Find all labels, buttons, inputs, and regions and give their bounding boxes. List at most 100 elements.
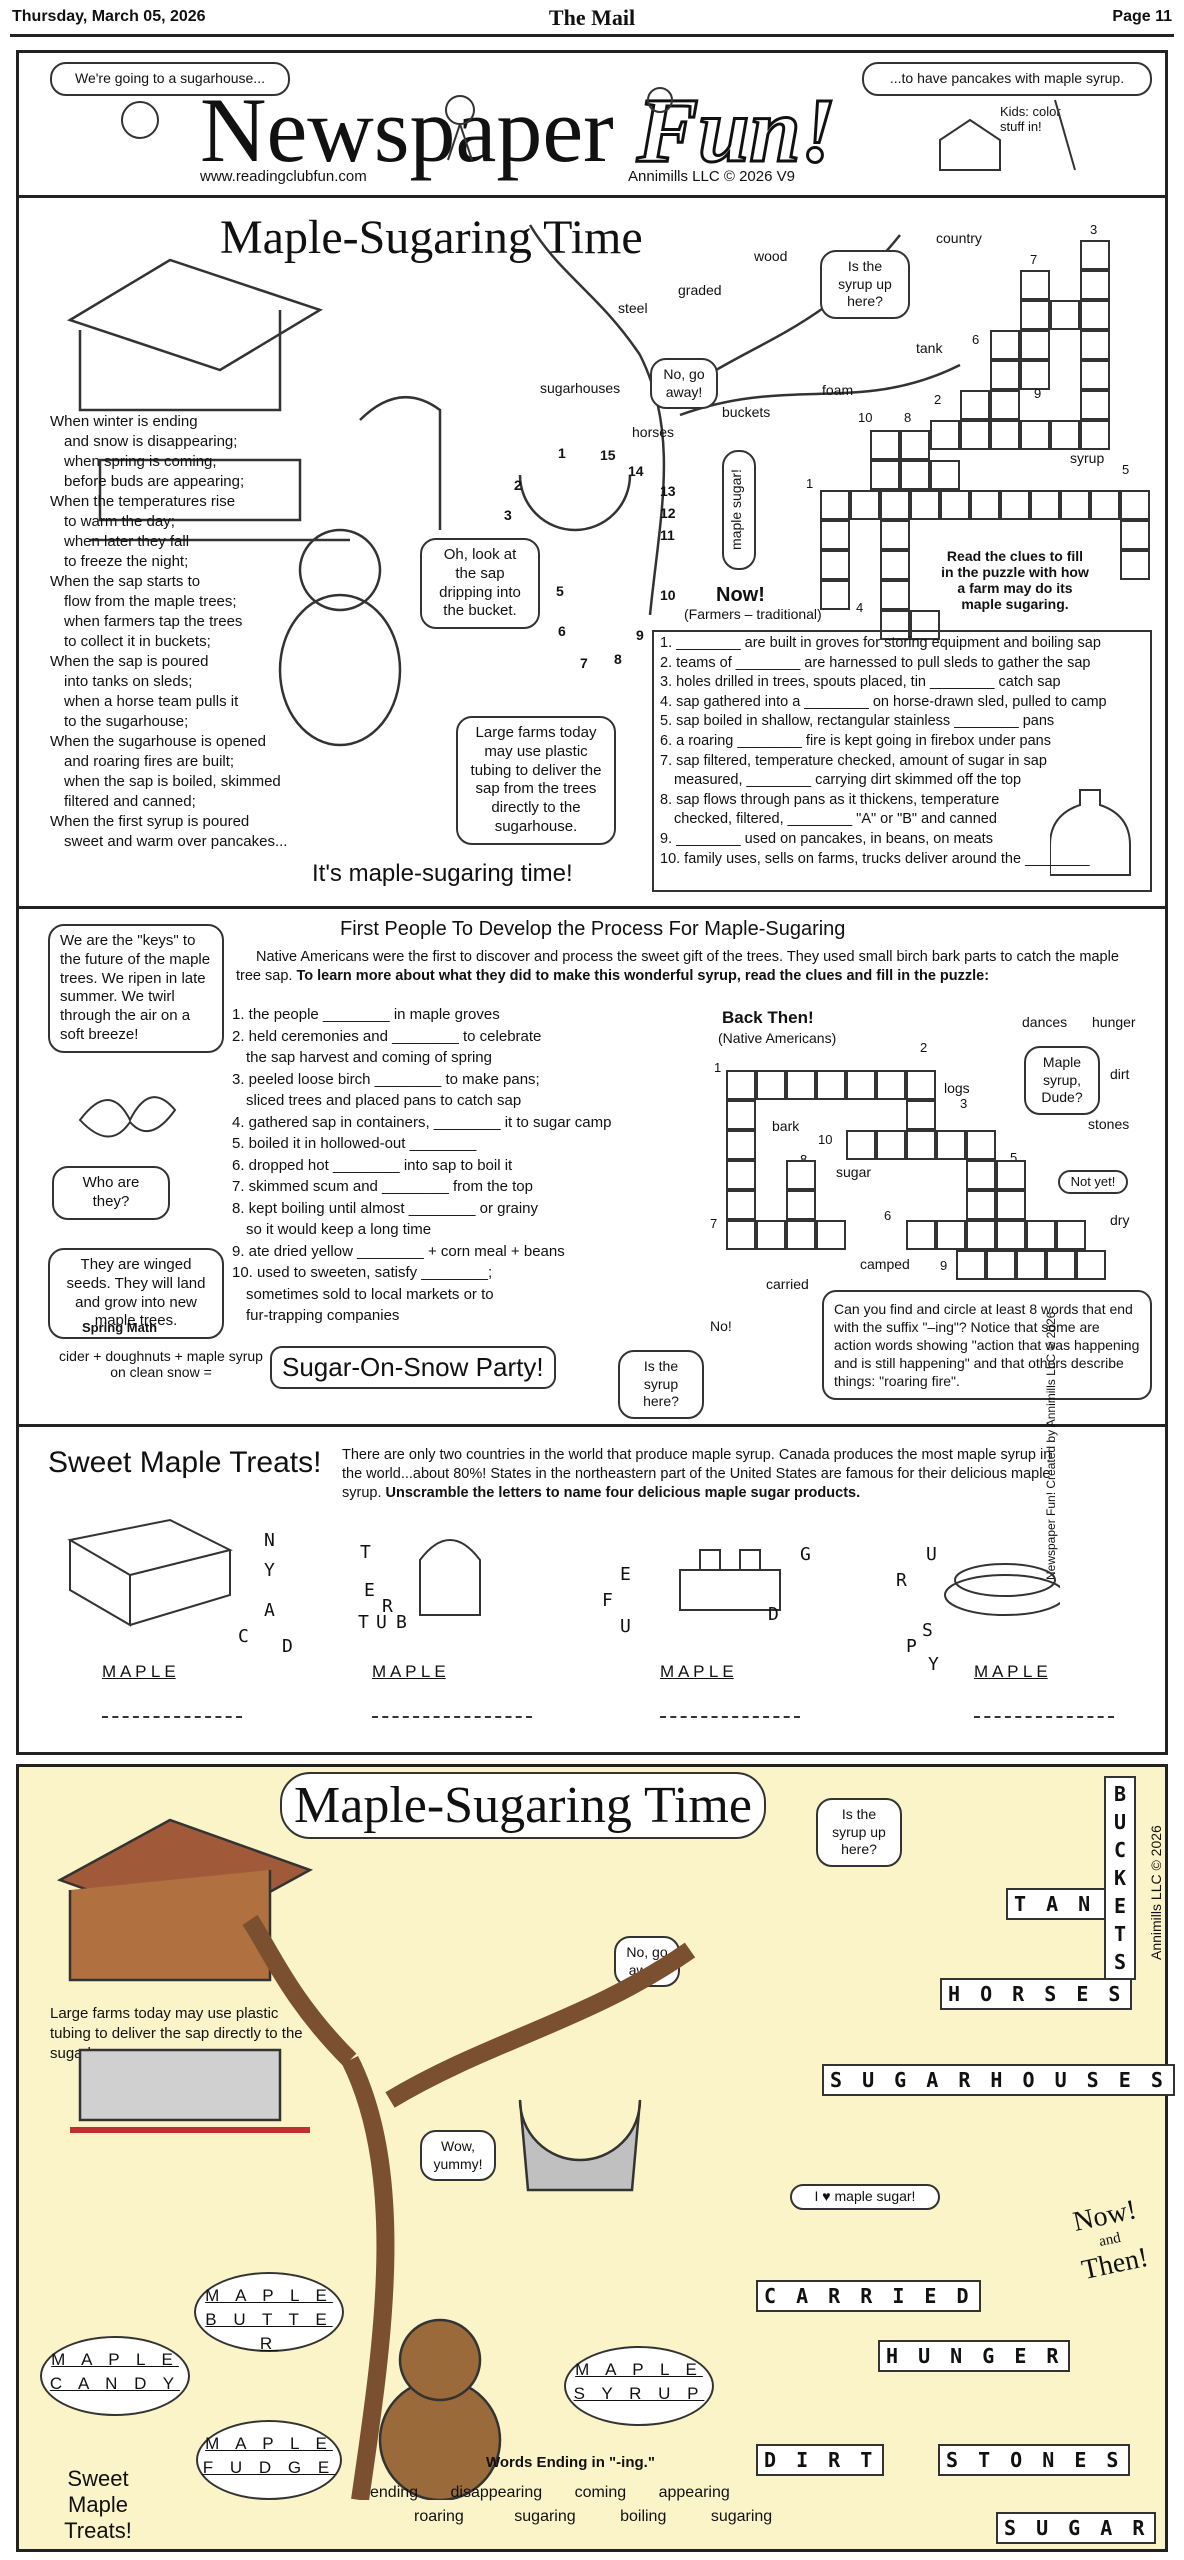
crossword-cell[interactable] — [1080, 360, 1110, 390]
maple-label: M A P L E — [974, 1662, 1048, 1681]
crossword-cell[interactable] — [900, 460, 930, 490]
crossword-cell[interactable] — [726, 1220, 756, 1250]
crossword-cell[interactable] — [1060, 490, 1090, 520]
crossword-cell[interactable] — [990, 330, 1020, 360]
crossword-cell[interactable] — [786, 1070, 816, 1100]
crossword-cell[interactable] — [726, 1160, 756, 1190]
crossword-cell[interactable] — [756, 1070, 786, 1100]
crossword-cell[interactable] — [726, 1070, 756, 1100]
crossword-cell[interactable] — [786, 1220, 816, 1250]
crossword-cell[interactable] — [816, 1220, 846, 1250]
crossword-cell[interactable] — [936, 1130, 966, 1160]
crossword-cell[interactable] — [930, 460, 960, 490]
crossword-cell[interactable] — [870, 430, 900, 460]
crossword-cell[interactable] — [1120, 550, 1150, 580]
crossword-cell[interactable] — [820, 550, 850, 580]
crossword-cell[interactable] — [1120, 490, 1150, 520]
crossword-cell[interactable] — [880, 610, 910, 640]
crossword-cell[interactable] — [1000, 490, 1030, 520]
crossword-cell[interactable] — [1080, 390, 1110, 420]
puzzle-word: graded — [678, 282, 722, 298]
crossword-cell[interactable] — [906, 1130, 936, 1160]
crossword-cell[interactable] — [850, 490, 880, 520]
puzzle-word: sugarhouses — [540, 380, 621, 396]
crossword-cell[interactable] — [966, 1130, 996, 1160]
crossword-cell[interactable] — [1050, 300, 1080, 330]
crossword-cell[interactable] — [1080, 300, 1110, 330]
crossword-cell[interactable] — [1020, 330, 1050, 360]
crossword-cell[interactable] — [1076, 1250, 1106, 1280]
crossword-cell[interactable] — [966, 1220, 996, 1250]
crossword-cell[interactable] — [906, 1070, 936, 1100]
crossword-cell[interactable] — [820, 580, 850, 610]
crossword-cell[interactable] — [870, 460, 900, 490]
crossword-cell[interactable] — [1120, 520, 1150, 550]
crossword-cell[interactable] — [1080, 330, 1110, 360]
crossword-cell[interactable] — [910, 490, 940, 520]
answer-blank[interactable] — [974, 1716, 1114, 1718]
crossword-cell[interactable] — [910, 610, 940, 640]
crossword-cell[interactable] — [1020, 420, 1050, 450]
crossword-cell[interactable] — [990, 390, 1020, 420]
crossword-cell[interactable] — [996, 1160, 1026, 1190]
crossword-cell[interactable] — [880, 550, 910, 580]
crossword-cell[interactable] — [1016, 1250, 1046, 1280]
crossword-cell[interactable] — [960, 390, 990, 420]
crossword-cell[interactable] — [970, 490, 1000, 520]
crossword-cell[interactable] — [756, 1220, 786, 1250]
crossword-cell[interactable] — [1026, 1220, 1056, 1250]
crossword-cell[interactable] — [786, 1160, 816, 1190]
crossword-cell[interactable] — [820, 490, 850, 520]
answer-blank[interactable] — [372, 1716, 532, 1718]
crossword-cell[interactable] — [1080, 240, 1110, 270]
crossword-cell[interactable] — [930, 420, 960, 450]
section2-title: First People To Develop the Process For … — [340, 918, 846, 940]
crossword-cell[interactable] — [990, 420, 1020, 450]
crossword-cell[interactable] — [846, 1130, 876, 1160]
crossword-cell[interactable] — [940, 490, 970, 520]
crossword-cell[interactable] — [986, 1250, 1016, 1280]
crossword-cell[interactable] — [876, 1130, 906, 1160]
poem-line: to collect it in buckets; — [64, 633, 211, 650]
crossword-cell[interactable] — [1080, 420, 1110, 450]
crossword-cell[interactable] — [960, 420, 990, 450]
crossword-cell[interactable] — [996, 1220, 1026, 1250]
crossword-cell[interactable] — [880, 580, 910, 610]
crossword-cell[interactable] — [1090, 490, 1120, 520]
crossword-cell[interactable] — [966, 1160, 996, 1190]
crossword-cell[interactable] — [786, 1190, 816, 1220]
crossword-cell[interactable] — [900, 430, 930, 460]
crossword-cell[interactable] — [726, 1130, 756, 1160]
crossword-cell[interactable] — [1046, 1250, 1076, 1280]
clue: 1. ________ are built in groves for stor… — [660, 635, 1101, 651]
crossword-cell[interactable] — [1020, 270, 1050, 300]
crossword-cell[interactable] — [880, 520, 910, 550]
scramble-letter: A — [264, 1600, 275, 1621]
crossword-cell[interactable] — [876, 1070, 906, 1100]
crossword-cell[interactable] — [990, 360, 1020, 390]
poem-line: to the sugarhouse; — [64, 713, 189, 730]
poem-line: when farmers tap the trees — [64, 613, 243, 630]
crossword-cell[interactable] — [906, 1100, 936, 1130]
answer-blank[interactable] — [660, 1716, 800, 1718]
crossword-cell[interactable] — [816, 1070, 846, 1100]
crossword-cell[interactable] — [820, 520, 850, 550]
crossword-cell[interactable] — [1050, 420, 1080, 450]
scramble-letter: S — [922, 1620, 933, 1641]
answer-blank[interactable] — [102, 1716, 242, 1718]
crossword-cell[interactable] — [966, 1190, 996, 1220]
crossword-cell[interactable] — [956, 1250, 986, 1280]
crossword-cell[interactable] — [936, 1220, 966, 1250]
crossword-cell[interactable] — [726, 1100, 756, 1130]
crossword-cell[interactable] — [906, 1220, 936, 1250]
crossword-cell[interactable] — [1056, 1220, 1086, 1250]
banner-url[interactable]: www.readingclubfun.com — [200, 168, 367, 185]
crossword-cell[interactable] — [846, 1070, 876, 1100]
crossword-cell[interactable] — [726, 1190, 756, 1220]
crossword-cell[interactable] — [880, 490, 910, 520]
crossword-cell[interactable] — [1030, 490, 1060, 520]
crossword-cell[interactable] — [1020, 360, 1050, 390]
crossword-cell[interactable] — [1020, 300, 1050, 330]
crossword-cell[interactable] — [996, 1190, 1026, 1220]
crossword-cell[interactable] — [1080, 270, 1110, 300]
